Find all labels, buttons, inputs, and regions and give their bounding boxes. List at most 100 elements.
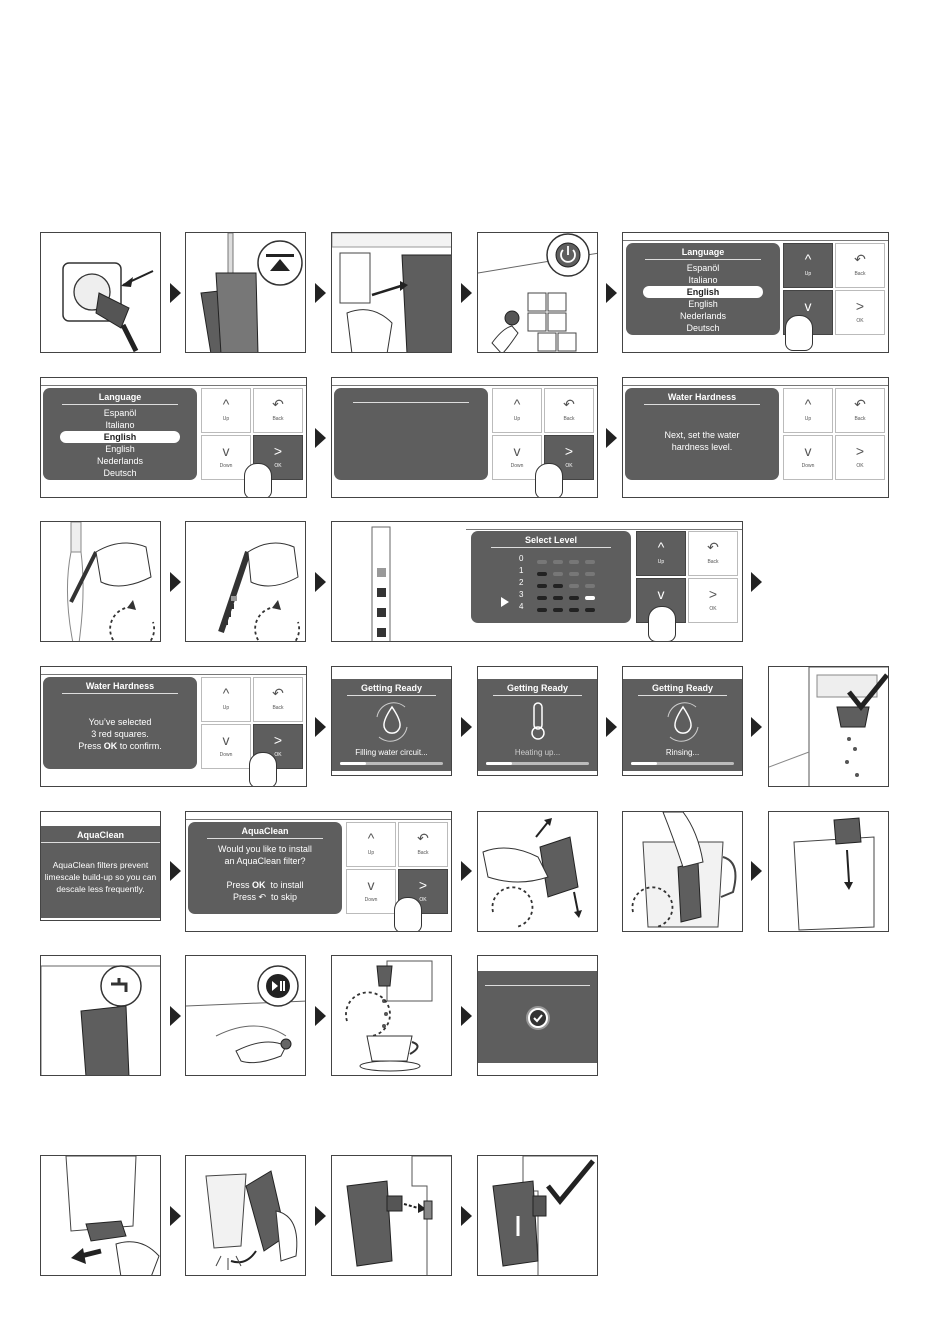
back-button[interactable]: ↶Back (253, 388, 303, 433)
step-dip-strip (40, 521, 161, 642)
ok-button[interactable]: >OK (835, 290, 885, 335)
back-button[interactable]: ↶Back (688, 531, 738, 576)
finger-icon (394, 897, 422, 932)
getting-ready-screen: Getting Ready Filling water circuit... (332, 679, 451, 771)
back-button[interactable]: ↶Back (835, 243, 885, 288)
back-button[interactable]: ↶Back (253, 677, 303, 722)
step-language-up: Language Espanöl Italiano English Englis… (622, 232, 889, 353)
language-option[interactable]: Nederlands (43, 455, 197, 467)
title-rule (645, 259, 761, 260)
screen-title: Water Hardness (625, 388, 779, 402)
language-option[interactable]: Deutsch (43, 467, 197, 479)
language-option[interactable]: Espanöl (43, 407, 197, 419)
step-arrow (461, 861, 472, 881)
up-button[interactable]: ^Up (492, 388, 542, 433)
getting-ready-screen: Getting Ready Heating up... (478, 679, 597, 771)
step-fill-tank (185, 232, 306, 353)
language-option-selected[interactable]: English (60, 431, 180, 443)
status-caption: Filling water circuit... (332, 748, 451, 757)
title-rule (493, 695, 582, 696)
thermometer-icon (513, 699, 563, 743)
back-button[interactable]: ↶Back (835, 388, 885, 433)
step-arrow (315, 428, 326, 448)
step-arrow (315, 283, 326, 303)
refill-illustration (41, 956, 161, 1076)
filter-attached-illustration (478, 1156, 598, 1276)
step-arrow (170, 283, 181, 303)
level-pointer-icon (501, 597, 509, 607)
select-level-screen: Select Level 0 1 2 3 4 (471, 531, 631, 623)
step-dispense-check (768, 666, 889, 787)
top-tabs (623, 378, 888, 386)
start-button-illustration (186, 956, 306, 1076)
water-drop-icon (658, 699, 708, 743)
title-rule (207, 838, 323, 839)
ok-button[interactable]: >OK (688, 578, 738, 623)
progress-bar (340, 762, 443, 765)
language-option[interactable]: Italiano (626, 274, 780, 286)
step-confirm-hardness: Water Hardness You’ve selected 3 red squ… (40, 666, 307, 787)
up-button[interactable]: ^Up (783, 388, 833, 433)
step-refill-tank (40, 955, 161, 1076)
step-done (477, 955, 598, 1076)
aquaclean-question-screen: AquaClean Would you like to install an A… (188, 822, 342, 914)
step-arrow (170, 861, 181, 881)
step-soak-filter (622, 811, 743, 932)
step-shake-filter (477, 811, 598, 932)
test-strip-illustration (186, 522, 306, 642)
progress-bar (631, 762, 734, 765)
screen-title: Getting Ready (478, 679, 597, 693)
step-read-strip (185, 521, 306, 642)
language-option[interactable]: English (626, 298, 780, 310)
title-rule (62, 693, 178, 694)
back-button[interactable]: ↶Back (544, 388, 594, 433)
step-arrow (606, 428, 617, 448)
strip-scale-illustration (332, 522, 462, 642)
step-empty-filter (185, 1155, 306, 1276)
language-list: Espanöl Italiano English English Nederla… (43, 407, 197, 479)
top-tabs (332, 378, 597, 386)
screen-title: Language (43, 388, 197, 402)
language-option[interactable]: Espanöl (626, 262, 780, 274)
step-filling: Getting Ready Filling water circuit... (331, 666, 452, 776)
checkmark-icon (523, 1003, 553, 1033)
step-insert-filter (768, 811, 889, 932)
up-button[interactable]: ^Up (783, 243, 833, 288)
top-tabs (466, 522, 742, 530)
water-hardness-screen: Water Hardness Next, set the water hardn… (625, 388, 779, 480)
aquaclean-info-screen: AquaClean AquaClean filters prevent lime… (41, 826, 160, 918)
language-option[interactable]: Nederlands (626, 310, 780, 322)
up-button[interactable]: ^Up (201, 388, 251, 433)
step-language-ok: Language Espanöl Italiano English Englis… (40, 377, 307, 498)
step-arrow (461, 717, 472, 737)
back-button[interactable]: ↶Back (398, 822, 448, 867)
screen-title: Language (626, 243, 780, 257)
screen-message: Next, set the water hardness level. (625, 429, 779, 453)
step-arrow (170, 572, 181, 592)
title-rule (347, 695, 436, 696)
up-button[interactable]: ^Up (636, 531, 686, 576)
language-option-selected[interactable]: English (643, 286, 763, 298)
language-option[interactable]: Italiano (43, 419, 197, 431)
title-rule (41, 842, 160, 843)
step-filter-attached (477, 1155, 598, 1276)
status-caption: Rinsing... (623, 748, 742, 757)
language-list: Espanöl Italiano English English Nederla… (626, 262, 780, 334)
water-drop-icon (367, 699, 417, 743)
language-option[interactable]: English (43, 443, 197, 455)
finger-icon (535, 463, 563, 498)
screen-message: You’ve selected 3 red squares. Press OK … (43, 716, 197, 752)
language-option[interactable]: Deutsch (626, 322, 780, 334)
up-button[interactable]: ^Up (201, 677, 251, 722)
title-rule (638, 695, 727, 696)
ok-button[interactable]: >OK (835, 435, 885, 480)
screen-title: Getting Ready (332, 679, 451, 693)
filter-soak-illustration (623, 812, 743, 932)
language-screen: Language Espanöl Italiano English Englis… (626, 243, 780, 335)
machine-tank-illustration (332, 233, 452, 353)
up-button[interactable]: ^Up (346, 822, 396, 867)
step-aquaclean-info: AquaClean AquaClean filters prevent lime… (40, 811, 161, 921)
